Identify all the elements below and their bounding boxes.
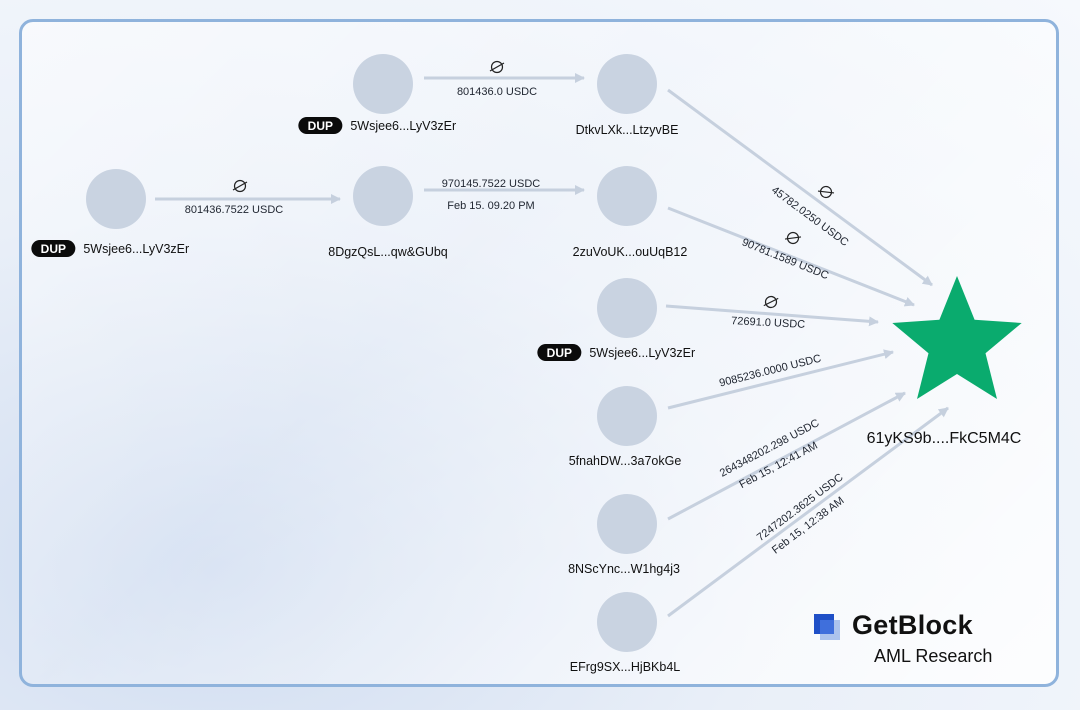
wallet-node[interactable]: DUP 5Wsjee6...LyV3zEr <box>31 169 189 257</box>
edge-amount-label: 970145.7522 USDC <box>442 178 541 190</box>
wallet-node-circle[interactable] <box>597 592 657 652</box>
wallet-address-label: 5Wsjee6...LyV3zEr <box>589 346 695 360</box>
edge: 45782.0250 USDC <box>667 88 933 287</box>
edge: 801436.0 USDC <box>424 60 585 98</box>
brand-block: GetBlock AML Research <box>814 610 1024 670</box>
getblock-logo-icon <box>814 614 840 640</box>
edge: 90781.1589 USDC <box>667 206 915 307</box>
edge: 970145.7522 USDC Feb 15. 09.20 PM <box>424 178 585 212</box>
wallet-node[interactable]: DUP 5Wsjee6...LyV3zEr <box>537 278 695 361</box>
dup-badge <box>298 117 343 134</box>
edge-arrow <box>667 206 915 307</box>
edge-amount-label: 90781.1589 USDC <box>740 236 830 282</box>
wallet-node[interactable]: 2zuVoUK...ouUqB12 <box>573 166 688 259</box>
edge-arrow <box>667 406 949 618</box>
edge-arrow <box>665 304 879 327</box>
edge-amount-label: 801436.7522 USDC <box>185 204 284 216</box>
wallet-node-circle[interactable] <box>597 386 657 446</box>
wallet-address-label: 5Wsjee6...LyV3zEr <box>83 242 189 256</box>
dup-badge-text: DUP <box>547 346 572 360</box>
wallet-address-label: 2zuVoUK...ouUqB12 <box>573 245 688 259</box>
wallet-address-label: EFrg9SX...HjBKb4L <box>570 660 681 674</box>
null-icon <box>763 295 779 309</box>
null-icon <box>232 179 248 193</box>
edge: 9085236.0000 USDC <box>667 349 894 410</box>
null-icon <box>489 60 505 74</box>
wallet-node[interactable]: 8DgzQsL...qw&GUbq <box>328 166 448 259</box>
edge-arrow <box>667 349 894 410</box>
edge: 72691.0 USDC <box>665 295 879 331</box>
wallet-node[interactable]: DUP 5Wsjee6...LyV3zEr <box>298 54 456 134</box>
edge-amount-label: 801436.0 USDC <box>457 86 537 98</box>
target-star-icon[interactable] <box>892 276 1022 399</box>
wallet-address-label: 8NScYnc...W1hg4j3 <box>568 562 680 576</box>
wallet-node-circle[interactable] <box>597 54 657 114</box>
target-wallet-node[interactable]: 61yKS9b....FkC5M4C <box>867 276 1022 447</box>
wallet-node-circle[interactable] <box>353 166 413 226</box>
dup-badge-text: DUP <box>308 119 333 133</box>
wallet-node-circle[interactable] <box>353 54 413 114</box>
wallet-node[interactable]: 8NScYnc...W1hg4j3 <box>568 494 680 576</box>
edge-arrow <box>667 391 906 521</box>
brand-name: GetBlock <box>852 610 973 640</box>
wallet-node-circle[interactable] <box>597 278 657 338</box>
wallet-node[interactable]: EFrg9SX...HjBKb4L <box>570 592 681 674</box>
edge: 801436.7522 USDC <box>155 179 341 216</box>
wallet-address-label: 5fnahDW...3a7okGe <box>569 454 682 468</box>
null-icon <box>817 185 835 199</box>
wallet-address-label: 8DgzQsL...qw&GUbq <box>328 245 448 259</box>
null-icon <box>784 231 802 245</box>
wallet-node[interactable]: DtkvLXk...LtzyvBE <box>576 54 679 137</box>
wallet-node-circle[interactable] <box>597 494 657 554</box>
wallet-node-circle[interactable] <box>86 169 146 229</box>
dup-badge-text: DUP <box>41 242 66 256</box>
edge-time-label: Feb 15. 09.20 PM <box>447 200 534 212</box>
wallet-address-label: DtkvLXk...LtzyvBE <box>576 123 679 137</box>
wallet-node[interactable]: 5fnahDW...3a7okGe <box>569 386 682 468</box>
target-address-label: 61yKS9b....FkC5M4C <box>867 430 1022 447</box>
wallet-node-circle[interactable] <box>597 166 657 226</box>
brand-subtitle: AML Research <box>874 646 993 666</box>
wallet-address-label: 5Wsjee6...LyV3zEr <box>350 119 456 133</box>
dup-badge <box>31 240 76 257</box>
edge-arrow <box>667 88 933 287</box>
dup-badge <box>537 344 582 361</box>
edge-amount-label: 72691.0 USDC <box>731 315 806 331</box>
